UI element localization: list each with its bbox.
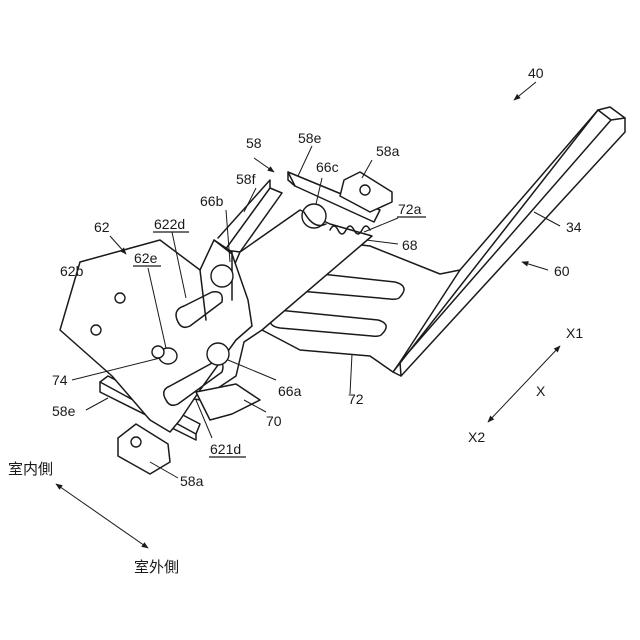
label-58a-top: 58a [376, 143, 400, 159]
hole-58a-top [360, 185, 370, 195]
label-40: 40 [528, 65, 544, 81]
label-622d: 622d [154, 216, 185, 232]
outdoor-side-label: 室外側 [134, 558, 179, 576]
label-58e-top: 58e [298, 130, 322, 146]
pin-66a [207, 343, 229, 365]
label-58f: 58f [236, 171, 256, 187]
plate-70 [196, 384, 260, 420]
label-72: 72 [348, 391, 364, 407]
x-direction-arrow [488, 346, 560, 422]
label-X2: X2 [468, 429, 485, 445]
hole-62b-2 [91, 325, 101, 335]
label-58a-bottom: 58a [180, 473, 204, 489]
label-X1: X1 [566, 325, 583, 341]
label-72a: 72a [398, 201, 422, 217]
label-X: X [536, 383, 546, 399]
indoor-side-label: 室内側 [8, 460, 53, 478]
label-70: 70 [266, 413, 282, 429]
label-62b: 62b [60, 263, 84, 279]
label-68: 68 [402, 237, 418, 253]
hole-62b-1 [115, 293, 125, 303]
pin-66b [211, 265, 233, 287]
label-62e: 62e [134, 250, 158, 266]
indoor-outdoor-arrow [56, 484, 148, 548]
hole-58a-bottom [131, 437, 141, 447]
label-621d: 621d [210, 441, 241, 457]
label-66a: 66a [278, 383, 302, 399]
arm-34 [393, 107, 625, 376]
label-66b: 66b [200, 193, 224, 209]
label-34: 34 [566, 219, 582, 235]
label-66c: 66c [316, 159, 339, 175]
label-58e-left: 58e [52, 403, 76, 419]
label-58: 58 [246, 135, 262, 151]
label-62: 62 [94, 219, 110, 235]
label-60: 60 [554, 263, 570, 279]
label-74: 74 [52, 372, 68, 388]
